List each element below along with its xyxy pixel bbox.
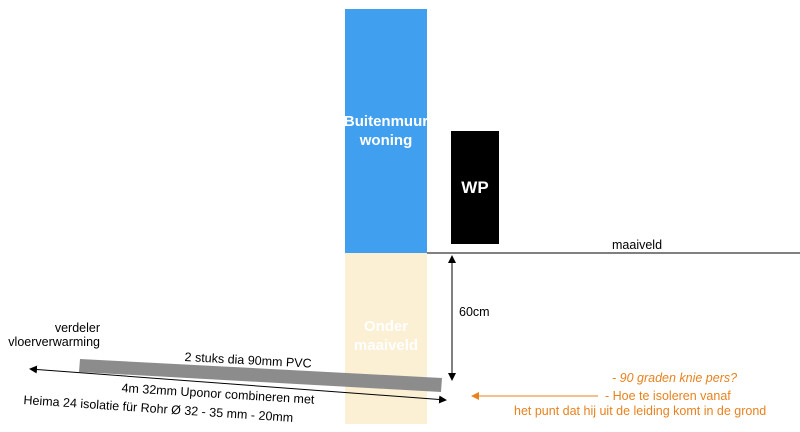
question-insulation-line-2: het punt dat hij uit de leiding komt in … xyxy=(514,404,767,418)
outer-wall-above-ground: Buitenmuur woning xyxy=(343,9,429,253)
question-knee-fitting: - 90 graden knie pers? xyxy=(612,371,738,385)
length-dimension-arrow xyxy=(29,365,447,404)
below-ground-label: Onder maaiveld xyxy=(353,317,419,354)
distributor-label: verdeler vloerverwarming xyxy=(8,321,100,349)
heat-pump-label: WP xyxy=(461,177,489,197)
question-insulation-line-1: - Hoe te isoleren vanaf xyxy=(605,389,731,403)
outer-wall-label: Buitenmuur woning xyxy=(343,113,429,149)
depth-label: 60cm xyxy=(459,305,490,319)
heat-pump-box: WP xyxy=(451,131,499,244)
ground-level-label: maaiveld xyxy=(612,238,663,252)
